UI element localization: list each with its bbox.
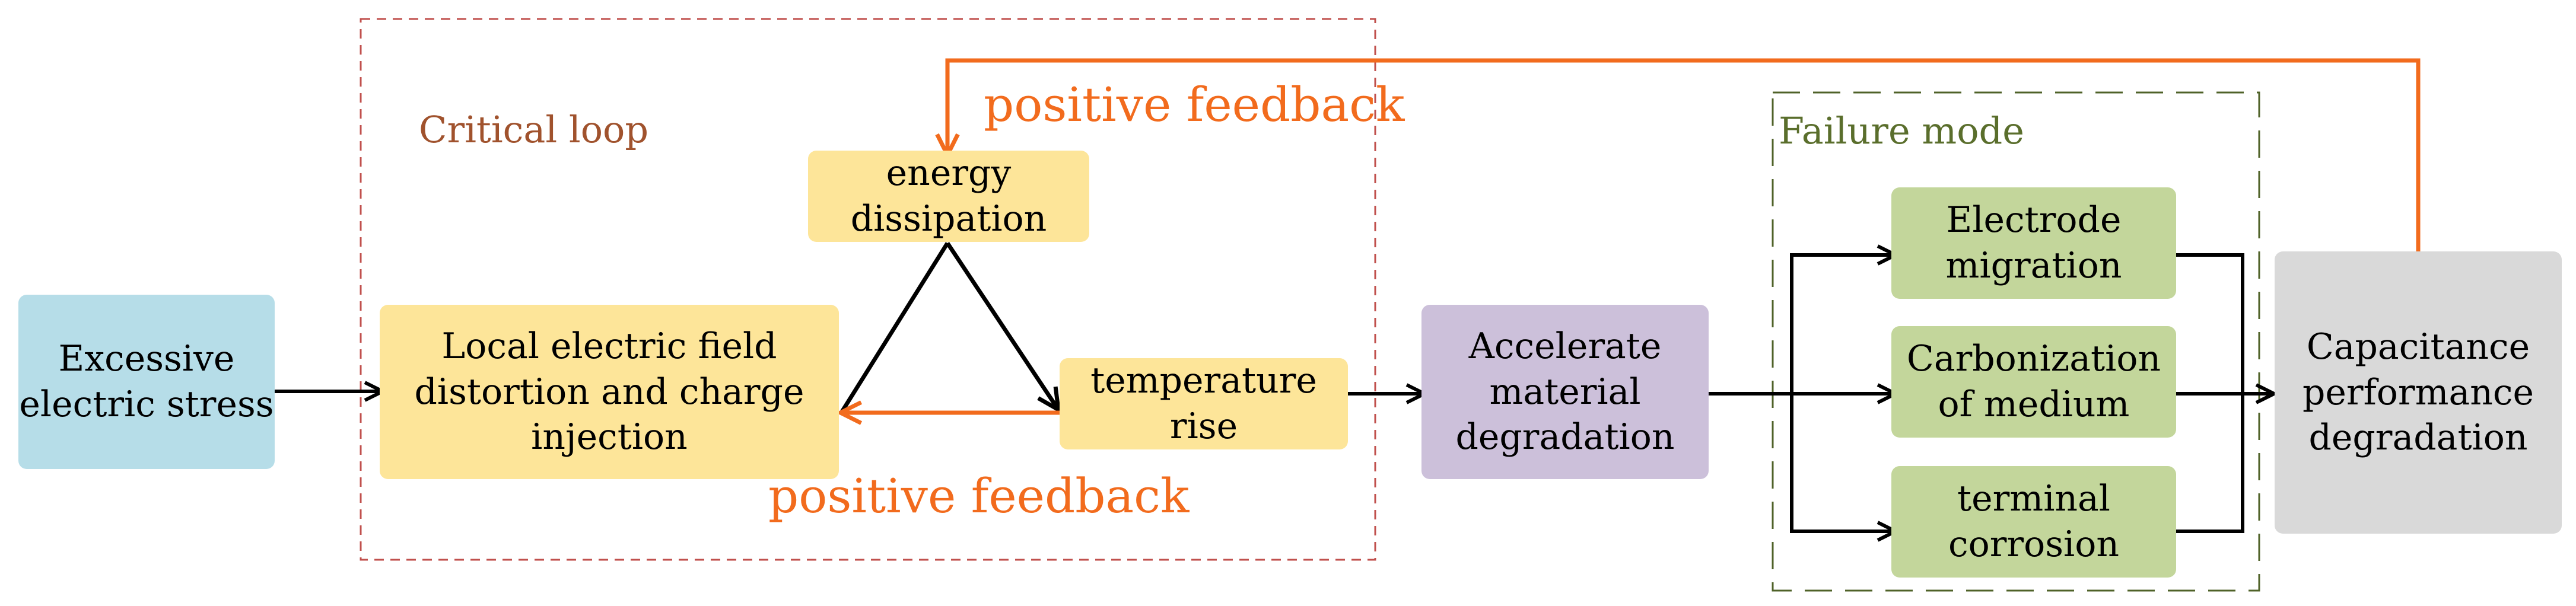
temperature-rise-box: temperature rise: [1060, 358, 1348, 449]
arrow-feedback-top: [947, 58, 2421, 253]
failure-mode-frame: [1772, 91, 2260, 592]
electrode-migration-box: Electrode migration: [1891, 187, 2176, 299]
local-electric-field-box: Local electric field distortion and char…: [380, 305, 839, 479]
line-local-to-energy: [839, 242, 949, 414]
critical-loop-label: Critical loop: [419, 108, 649, 151]
capacitance-performance-degradation-box: Capacitance performance degradation: [2275, 251, 2562, 534]
positive-feedback-bottom-label: positive feedback: [768, 468, 1190, 524]
excessive-electric-stress-box: Excessive electric stress: [18, 295, 275, 469]
failure-mode-label: Failure mode: [1779, 109, 2024, 152]
arrow-energy-to-temperature: [946, 242, 1057, 408]
critical-loop-frame: [360, 18, 1376, 561]
positive-feedback-top-label: positive feedback: [984, 77, 1405, 132]
energy-dissipation-box: energy dissipation: [808, 151, 1089, 242]
carbonization-of-medium-box: Carbonization of medium: [1891, 326, 2176, 438]
accelerate-material-degradation-box: Accelerate material degradation: [1421, 305, 1709, 479]
terminal-corrosion-box: terminal corrosion: [1891, 466, 2176, 578]
